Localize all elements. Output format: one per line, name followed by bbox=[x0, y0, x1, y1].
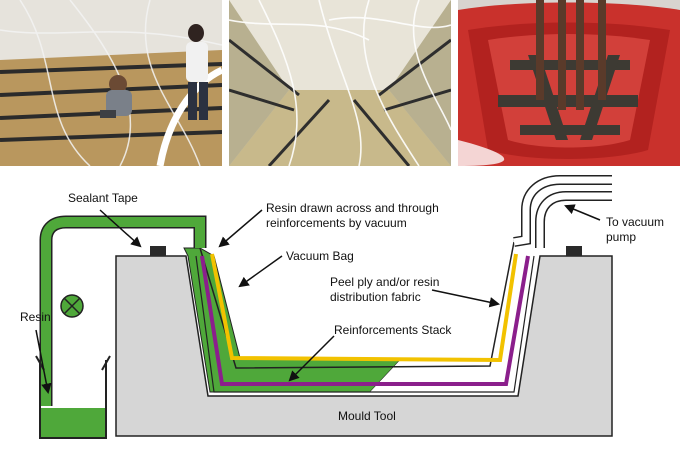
label-resin-drawn-1: Resin drawn across and through bbox=[266, 201, 439, 215]
label-resin: Resin bbox=[20, 310, 51, 324]
label-mould-tool: Mould Tool bbox=[338, 409, 396, 423]
label-peel-ply-1: Peel ply and/or resin bbox=[330, 275, 439, 289]
red-hull-mould-photo bbox=[458, 0, 680, 166]
vacuum-lines-photo bbox=[229, 0, 451, 166]
peel-ply-arrow bbox=[431, 289, 501, 308]
label-vacuum-bag: Vacuum Bag bbox=[286, 249, 354, 263]
label-resin-drawn-2: reinforcements by vacuum bbox=[266, 216, 407, 230]
label-to-vacuum-2: pump bbox=[606, 230, 636, 244]
label-peel-ply-2: distribution fabric bbox=[330, 290, 421, 304]
sealant-tape-left bbox=[150, 246, 166, 256]
layup-workers-photo bbox=[0, 0, 222, 166]
reinforcements-layer bbox=[200, 255, 530, 386]
vacuum-pump-arrow bbox=[564, 204, 601, 221]
resin-arrow bbox=[35, 329, 52, 395]
label-reinforcements-stack: Reinforcements Stack bbox=[334, 323, 452, 337]
reinforcements-arrow bbox=[288, 335, 335, 382]
resin-drawn-arrow bbox=[218, 209, 263, 248]
label-to-vacuum-1: To vacuum bbox=[606, 215, 664, 229]
vacuum-bag bbox=[199, 241, 515, 369]
vacuum-bag-arrow bbox=[238, 255, 283, 288]
vacuum-infusion-diagram: Sealant Tape Resin drawn across and thro… bbox=[20, 175, 664, 439]
resin-pot bbox=[39, 360, 107, 439]
resin-pot-fill bbox=[41, 408, 105, 437]
sealant-tape-arrow bbox=[99, 209, 142, 248]
photo-diagram-separator bbox=[0, 166, 680, 174]
peel-ply-layer bbox=[210, 253, 518, 363]
label-sealant-tape: Sealant Tape bbox=[68, 191, 138, 205]
mould-tool bbox=[115, 255, 613, 437]
sealant-tape-right bbox=[566, 246, 582, 256]
valve-icon bbox=[60, 294, 84, 318]
